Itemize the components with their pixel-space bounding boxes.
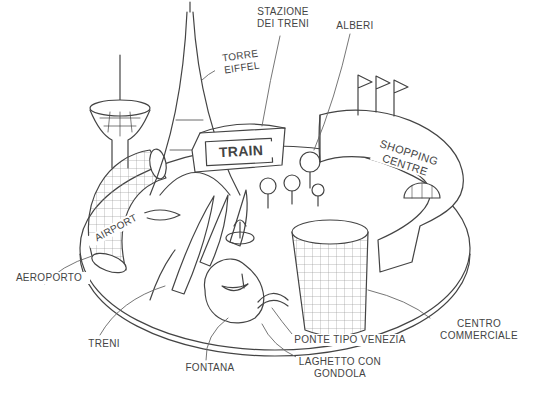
sketch-stroke xyxy=(140,210,180,220)
callout-label: STAZIONE DEI TRENI xyxy=(248,6,318,29)
callout-label: LAGHETTO CON GONDOLA xyxy=(296,356,384,379)
callout-label: PONTE TIPO VENEZIA xyxy=(290,334,410,346)
sketch-stroke xyxy=(206,318,228,360)
sketch-stroke xyxy=(200,195,228,266)
sketch-stroke xyxy=(292,232,368,336)
sketch-stroke xyxy=(204,259,263,323)
callout-label: TORRE EIFFEL xyxy=(213,46,270,76)
sketch-stroke xyxy=(312,184,324,196)
sketch-stroke xyxy=(242,274,244,288)
sketch-stroke xyxy=(368,290,430,318)
sketch-stroke xyxy=(202,70,216,80)
sketch-stroke xyxy=(100,286,165,335)
callout-label: AEROPORTO xyxy=(8,272,90,284)
sketch-stroke xyxy=(300,152,320,172)
sketch-stroke xyxy=(272,308,292,334)
sketch-stroke xyxy=(200,124,285,133)
sketch-stroke xyxy=(358,75,408,116)
callout-label: CENTRO COMMERCIALE xyxy=(432,318,526,341)
sketch-stroke xyxy=(45,2,470,360)
sketch-stroke xyxy=(284,175,300,191)
sketch-stroke xyxy=(314,34,350,150)
callout-label: TRENI xyxy=(80,338,128,350)
sketch-stroke xyxy=(267,194,268,208)
sketch-stroke xyxy=(309,172,310,188)
sketch-stroke xyxy=(404,183,440,198)
sketch-stroke xyxy=(150,250,175,300)
sketch-stroke xyxy=(412,183,432,198)
sketch-stroke xyxy=(89,249,128,276)
sketch-stroke xyxy=(230,190,247,246)
sketch-stroke xyxy=(192,128,285,172)
sketch-stroke xyxy=(234,220,246,238)
sketch-stroke xyxy=(189,2,190,12)
sign-text: TRAIN xyxy=(208,141,275,161)
sketch-stroke xyxy=(258,293,288,308)
sketch-stroke xyxy=(100,112,140,136)
sketch-stroke xyxy=(317,196,318,206)
sketch-stroke xyxy=(260,178,276,194)
callout-label: ALBERI xyxy=(328,20,382,32)
sketch-stroke xyxy=(291,191,292,204)
sketch-stroke xyxy=(80,254,470,356)
sketch-stroke xyxy=(119,55,120,100)
sketch-stroke xyxy=(172,196,214,294)
callout-label: FONTANA xyxy=(180,362,240,374)
sketch-stroke xyxy=(292,220,368,244)
